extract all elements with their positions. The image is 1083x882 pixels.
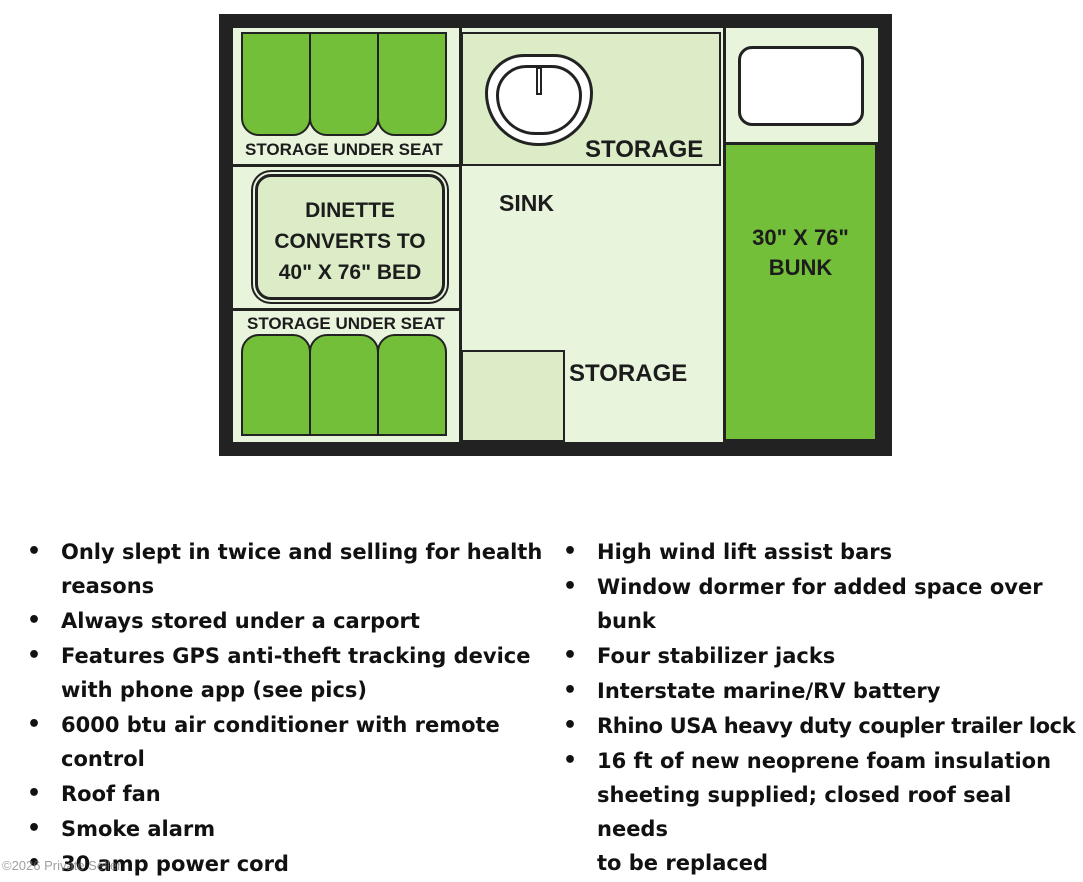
floor-plan: STORAGE UNDER SEAT DINETTE CONVERTS TO 4… — [219, 14, 892, 456]
sink-counter: STORAGE — [461, 32, 721, 166]
floor-plan-interior: STORAGE UNDER SEAT DINETTE CONVERTS TO 4… — [231, 26, 880, 444]
features-list-right: High wind lift assist bars Window dormer… — [563, 535, 1083, 881]
sink-bowl — [496, 65, 582, 135]
dinette-table: DINETTE CONVERTS TO 40" X 76" BED — [255, 174, 445, 300]
list-item: Smoke alarm — [27, 812, 547, 846]
seat-cushions-bottom — [241, 334, 447, 436]
storage-under-seat-bottom-label: STORAGE UNDER SEAT — [247, 314, 445, 333]
bunk-line-1: 30" X 76" — [752, 225, 849, 250]
list-item: Always stored under a carport — [27, 604, 547, 638]
seat-cushion — [309, 32, 379, 136]
dinette-line-3: 40" X 76" BED — [278, 261, 422, 284]
list-item: Four stabilizer jacks — [563, 639, 1083, 673]
seat-cushion — [241, 334, 311, 436]
bunk-mattress: 30" X 76" BUNK — [723, 142, 878, 442]
wall — [459, 28, 462, 442]
dinette-line-1: DINETTE — [305, 199, 395, 222]
list-item: Roof fan — [27, 777, 547, 811]
seat-cushions-top — [241, 32, 447, 136]
sink-label: SINK — [499, 190, 554, 216]
dinette-line-2: CONVERTS TO — [274, 230, 426, 253]
seat-cushion — [241, 32, 311, 136]
watermark: ©2026 Private Seller — [2, 858, 122, 873]
seat-cushion — [377, 32, 447, 136]
pillow — [738, 46, 864, 126]
features-list-left: Only slept in twice and selling for heal… — [27, 535, 547, 882]
faucet — [536, 67, 542, 95]
storage-top-label: STORAGE — [585, 136, 704, 163]
list-item: Features GPS anti-theft tracking devicew… — [27, 639, 547, 707]
list-item: 16 ft of new neoprene foam insulationshe… — [563, 744, 1083, 880]
seat-cushion — [309, 334, 379, 436]
bunk-line-2: BUNK — [768, 255, 833, 280]
list-item: 6000 btu air conditioner with remotecont… — [27, 708, 547, 776]
divider — [233, 308, 459, 311]
seat-cushion — [377, 334, 447, 436]
divider — [233, 164, 459, 167]
list-item: 30 amp power cord — [27, 847, 547, 881]
list-item: Rhino USA heavy duty coupler trailer loc… — [563, 709, 1083, 743]
storage-bottom-label: STORAGE — [569, 360, 688, 387]
list-item: Interstate marine/RV battery — [563, 674, 1083, 708]
storage-under-seat-top-label: STORAGE UNDER SEAT — [245, 140, 443, 159]
list-item: Only slept in twice and selling for heal… — [27, 535, 547, 603]
sink-basin-icon — [485, 54, 593, 146]
list-item: High wind lift assist bars — [563, 535, 1083, 569]
storage-bottom-box — [461, 350, 565, 442]
